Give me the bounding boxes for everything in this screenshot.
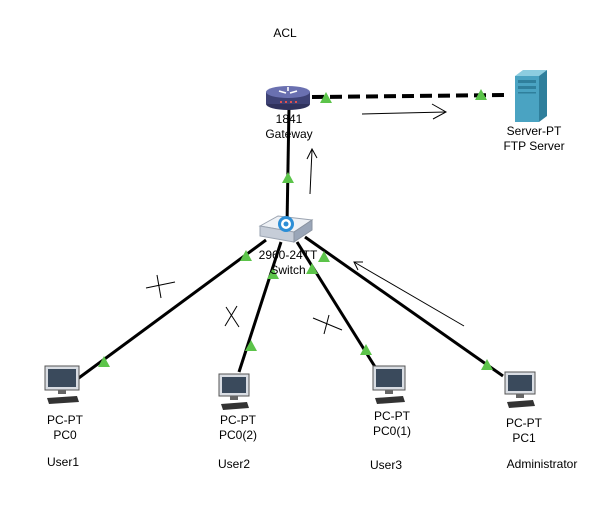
port-up-indicator <box>360 344 372 355</box>
pc0-user-label: User1 <box>46 455 79 469</box>
cross-mark-pc0-link <box>145 274 176 299</box>
port-up-indicator <box>282 172 294 183</box>
pc-icon[interactable] <box>504 371 536 408</box>
port-up-indicator <box>481 359 493 370</box>
cross-mark-pc02-link <box>224 305 240 328</box>
server-model-label: Server-PT <box>506 124 562 138</box>
port-up-indicator <box>318 251 330 262</box>
arrow-admin-to-switch <box>353 261 465 327</box>
pc1-user-label: Administrator <box>506 457 578 471</box>
router-icon[interactable] <box>266 86 310 110</box>
arrow-switch-to-router <box>306 147 318 195</box>
switch-name-label: Switch <box>270 263 306 277</box>
annotations <box>145 103 465 335</box>
server-name-label: FTP Server <box>503 139 565 153</box>
pc1-model-label: PC-PT <box>506 416 542 430</box>
server-icon[interactable] <box>515 70 547 122</box>
link-switch-pc1 <box>304 235 504 378</box>
pc02-user-label: User2 <box>217 457 250 471</box>
router-name-label: Gateway <box>265 127 313 141</box>
pc02-model-label: PC-PT <box>220 413 256 427</box>
diagram-title: ACL <box>273 26 297 40</box>
port-up-indicator <box>240 250 252 261</box>
pc0-name-label: PC0 <box>53 428 77 442</box>
switch-model-label: 2960-24TT <box>258 248 318 262</box>
cross-mark-pc01-link <box>312 314 343 335</box>
port-up-indicator <box>98 356 110 367</box>
pc02-name-label: PC0(2) <box>218 428 257 442</box>
arrow-router-to-server <box>361 103 448 120</box>
router-model-label: 1841 <box>275 112 303 126</box>
pc-icon[interactable] <box>372 365 406 404</box>
pc1-name-label: PC1 <box>512 431 536 445</box>
link-router-server <box>311 93 511 99</box>
port-up-indicator <box>245 340 257 351</box>
port-indicators <box>98 89 493 370</box>
link-switch-router <box>285 106 291 227</box>
pc0-model-label: PC-PT <box>47 413 83 427</box>
pc-icon[interactable] <box>218 373 250 410</box>
switch-icon[interactable] <box>258 215 314 243</box>
port-up-indicator <box>267 268 279 279</box>
pc01-user-label: User3 <box>369 458 402 472</box>
pc01-name-label: PC0(1) <box>372 424 411 438</box>
port-up-indicator <box>306 263 318 274</box>
port-up-indicator <box>320 92 332 103</box>
pc01-model-label: PC-PT <box>374 409 410 423</box>
pc-icon[interactable] <box>44 365 80 404</box>
port-up-indicator <box>475 89 487 100</box>
